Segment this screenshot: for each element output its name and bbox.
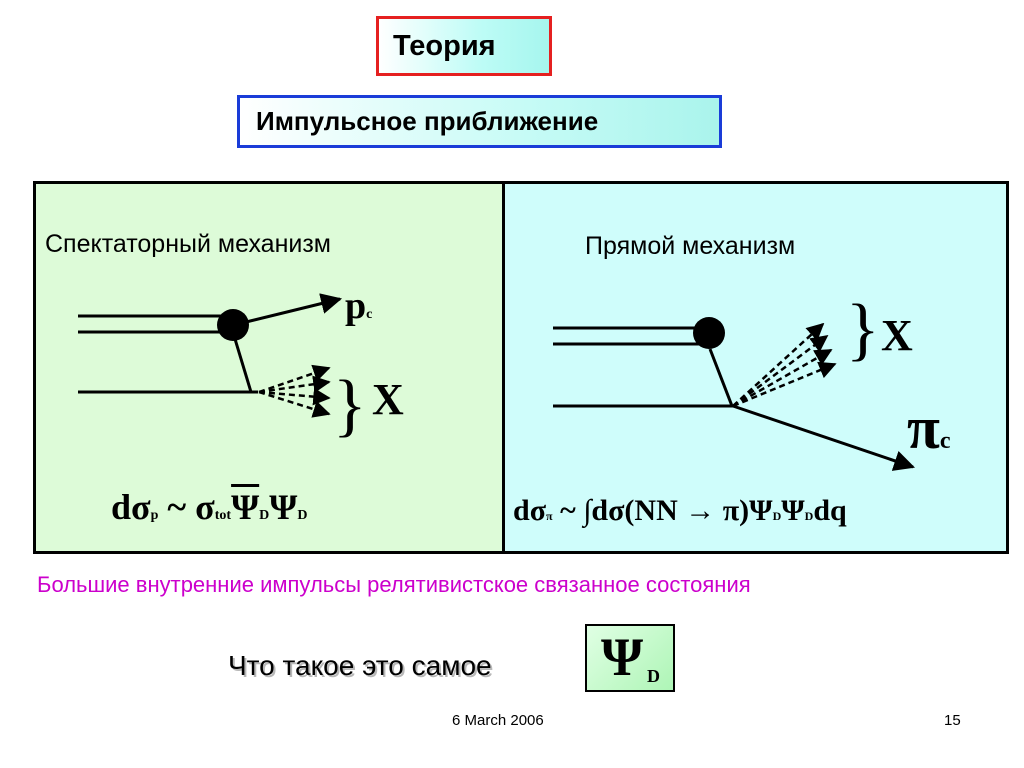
spectator-diagram: } xyxy=(78,293,367,444)
psi-symbol: Ψ xyxy=(601,627,644,687)
pion-arrow xyxy=(732,404,915,471)
page-number: 15 xyxy=(944,712,961,729)
direct-panel: Прямой механизм } X πc dσπ ~ ∫dσ(NN → π)… xyxy=(502,181,1009,554)
vertex-dot xyxy=(693,317,725,349)
psi-d-box: Ψ D xyxy=(585,624,675,692)
vertex-dot xyxy=(217,309,249,341)
spectator-proton-arrow xyxy=(245,293,343,324)
psi-subscript: D xyxy=(647,666,660,686)
title-box: Теория xyxy=(376,16,552,76)
internal-line xyxy=(708,348,734,407)
slide-title: Теория xyxy=(393,29,496,62)
direct-diagram: } xyxy=(553,291,915,471)
direct-heading: Прямой механизм xyxy=(585,232,796,260)
spectator-heading: Спектаторный механизм xyxy=(45,230,331,258)
question-text: Что такое это самое xyxy=(228,650,492,681)
slide-subtitle: Импульсное приближение xyxy=(256,106,599,136)
subtitle-box: Импульсное приближение xyxy=(237,95,722,148)
x-label-left: X xyxy=(372,375,404,424)
proton-label: pc xyxy=(345,285,373,327)
spectator-panel: Спектаторный механизм } pc X dσp ~ σtotΨ… xyxy=(33,181,505,554)
x-label-right: X xyxy=(881,311,913,360)
x-dashed-arrows xyxy=(258,364,331,418)
direct-formula: dσπ ~ ∫dσ(NN → π)ΨDΨDdq xyxy=(513,494,847,527)
x-dashed-arrows xyxy=(732,322,837,408)
spectator-formula: dσp ~ σtotΨDΨD xyxy=(111,487,308,527)
note-text: Большие внутренние импульсы релятивистск… xyxy=(37,572,751,597)
pion-label: πc xyxy=(907,395,951,461)
x-brace: } xyxy=(333,367,367,444)
internal-line xyxy=(233,338,253,393)
x-brace: } xyxy=(846,291,880,368)
footer-date: 6 March 2006 xyxy=(452,712,544,729)
